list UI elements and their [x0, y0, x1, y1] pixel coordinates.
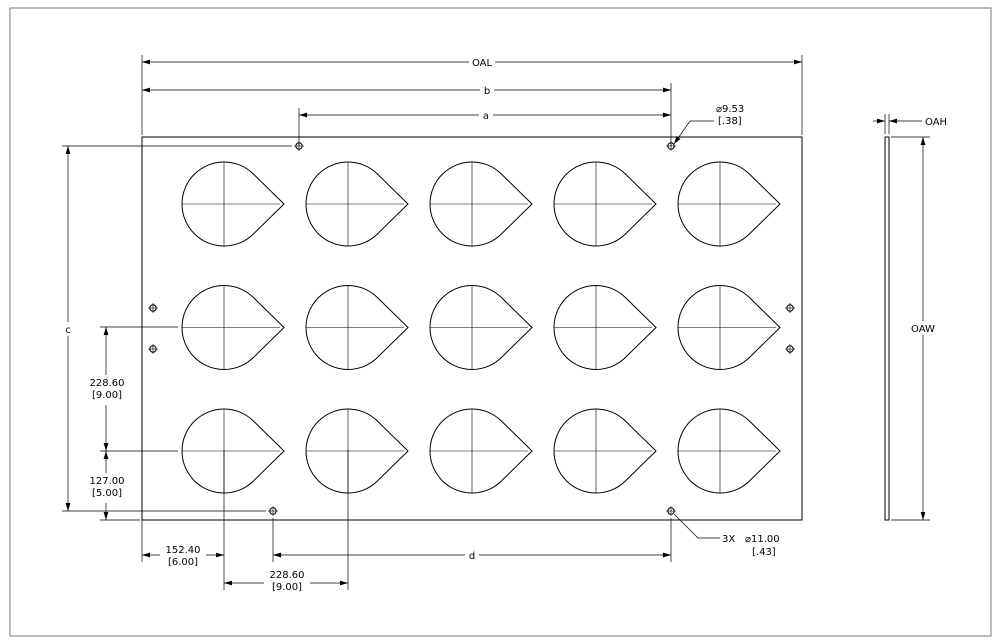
dim-bottom-offset: 127.00 [5.00] — [86, 451, 140, 521]
cutout-3-2 — [305, 408, 409, 494]
top-hole-inch: [.38] — [718, 116, 742, 127]
bottom-hole-inch: [.43] — [752, 547, 776, 558]
hole-8 — [666, 506, 676, 516]
top-hole-diameter: ⌀9.53 — [716, 104, 744, 115]
dim-row-pitch: 228.60 [9.00] — [86, 326, 178, 452]
plate-outline — [141, 136, 803, 521]
cutout-1-3 — [429, 161, 533, 247]
teardrop-outline — [181, 408, 285, 494]
teardrop-outline — [305, 285, 409, 370]
dim-c: c — [61, 145, 292, 512]
teardrop-outline — [677, 285, 781, 370]
cutout-3-1 — [181, 408, 285, 494]
teardrop-outline — [429, 161, 533, 247]
dim-column-pitch: 228.60 [9.00] — [224, 450, 349, 594]
mounting-holes — [148, 141, 795, 516]
dim-left-offset: 152.40 [6.00] — [141, 450, 225, 590]
cutout-2-3 — [429, 285, 533, 370]
dim-oal-label: OAL — [472, 58, 493, 69]
cutout-1-5 — [677, 161, 781, 247]
teardrop-outline — [677, 408, 781, 494]
side-view-plate — [884, 136, 890, 521]
dim-oaw-label: OAW — [911, 324, 935, 335]
drawing-frame — [9, 7, 992, 637]
dim-oal: OAL — [141, 55, 803, 135]
dim-a: a — [298, 108, 671, 146]
cutout-3-4 — [553, 408, 657, 494]
hole-3 — [148, 303, 158, 313]
column-pitch-in: [9.00] — [272, 582, 302, 593]
teardrop-outline — [181, 161, 285, 247]
row-pitch-mm: 228.60 — [90, 378, 125, 389]
row-pitch-in: [9.00] — [92, 390, 122, 401]
hole-5 — [785, 303, 795, 313]
side-view: OAH OAW — [873, 114, 947, 521]
bottom-hole-qty: 3X — [722, 534, 735, 545]
bottom-offset-mm: 127.00 — [90, 476, 125, 487]
dim-b-label: b — [484, 86, 490, 97]
teardrop-outline — [305, 161, 409, 247]
cutout-3-5 — [677, 408, 781, 494]
dim-d-label: d — [469, 551, 475, 562]
cutout-2-4 — [553, 285, 657, 370]
dim-a-label: a — [483, 111, 489, 122]
hole-4 — [148, 344, 158, 354]
dim-b: b — [142, 83, 672, 146]
teardrop-outline — [677, 161, 781, 247]
dim-oah-label: OAH — [925, 117, 947, 128]
teardrop-outline — [553, 161, 657, 247]
bottom-offset-in: [5.00] — [92, 488, 122, 499]
hole-7 — [268, 506, 278, 516]
teardrop-outline — [429, 408, 533, 494]
top-hole-callout: ⌀9.53 [.38] — [673, 104, 744, 145]
left-offset-mm: 152.40 — [166, 545, 201, 556]
teardrop-outline — [553, 408, 657, 494]
teardrop-outline — [181, 285, 285, 370]
left-offset-in: [6.00] — [168, 557, 198, 568]
bottom-hole-callout: 3X ⌀11.00 [.43] — [673, 513, 780, 558]
dim-d: d — [272, 518, 672, 562]
column-pitch-mm: 228.60 — [270, 570, 305, 581]
hole-6 — [785, 344, 795, 354]
cutout-3-3 — [429, 408, 533, 494]
cutout-2-1 — [181, 285, 285, 370]
cutout-1-1 — [181, 161, 285, 247]
cutout-2-5 — [677, 285, 781, 370]
cutout-1-2 — [305, 161, 409, 247]
teardrop-outline — [305, 408, 409, 494]
cutout-2-2 — [305, 285, 409, 370]
teardrop-outline — [429, 285, 533, 370]
teardrop-outline — [553, 285, 657, 370]
dim-c-label: c — [65, 325, 71, 336]
cutout-grid — [181, 161, 781, 494]
cutout-1-4 — [553, 161, 657, 247]
bottom-hole-diameter: ⌀11.00 — [745, 534, 780, 545]
